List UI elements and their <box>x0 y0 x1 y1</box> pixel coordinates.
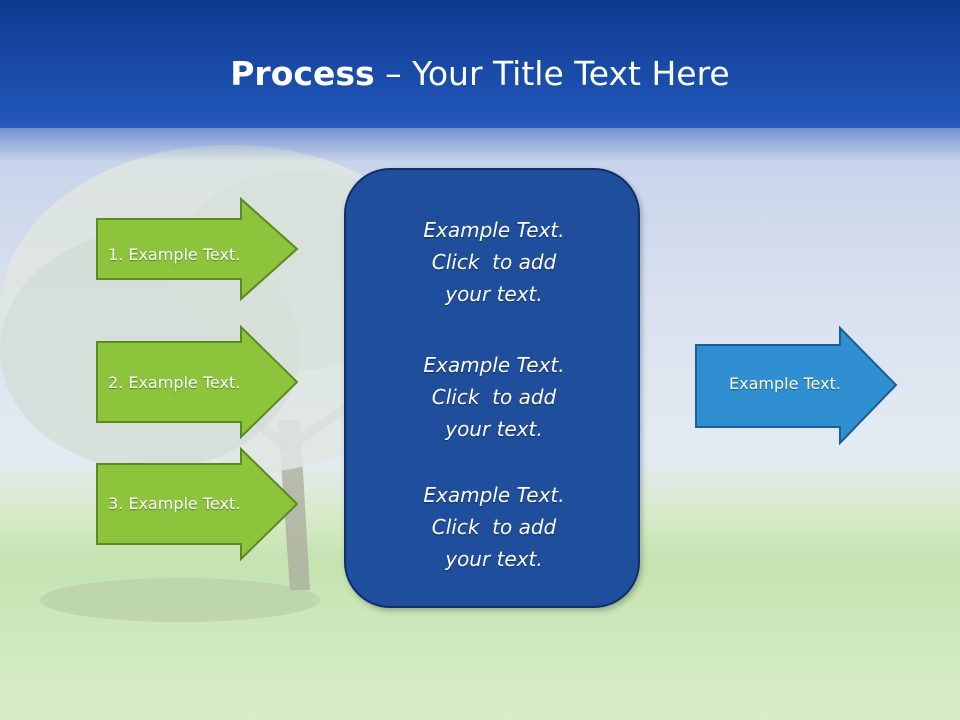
center-text-box[interactable]: Example Text. Click to add your text. Ex… <box>344 168 640 608</box>
center-paragraph-line: your text. <box>445 417 543 441</box>
center-paragraph-line: Example Text. <box>423 353 565 377</box>
step-arrow-3-label: 3. Example Text. <box>108 494 241 513</box>
center-paragraph-line: your text. <box>445 547 543 571</box>
green-arrow-shape <box>96 446 299 562</box>
center-paragraph-line: your text. <box>445 282 543 306</box>
step-arrow-2-label: 2. Example Text. <box>108 373 241 392</box>
center-paragraph-line: Example Text. <box>423 483 565 507</box>
step-arrow-1[interactable]: 1. Example Text. <box>96 196 300 302</box>
center-paragraph-1: Example Text. Click to add your text. <box>346 214 642 310</box>
step-arrow-3[interactable]: 3. Example Text. <box>96 446 300 562</box>
blue-arrow-shape <box>695 325 898 446</box>
center-paragraph-line: Click to add <box>431 515 557 539</box>
step-arrow-1-label: 1. Example Text. <box>108 245 241 264</box>
green-arrow-shape <box>96 324 299 440</box>
step-arrow-2[interactable]: 2. Example Text. <box>96 324 300 440</box>
slide-title-rest: – Your Title Text Here <box>374 54 730 93</box>
slide-title[interactable]: Process – Your Title Text Here <box>0 52 960 96</box>
center-paragraph-line: Click to add <box>431 385 557 409</box>
result-arrow-label: Example Text. <box>729 374 841 393</box>
slide-title-bold: Process <box>230 54 375 93</box>
green-arrow-shape <box>96 196 299 302</box>
center-paragraph-line: Example Text. <box>423 218 565 242</box>
result-arrow[interactable]: Example Text. <box>695 325 899 446</box>
center-paragraph-line: Click to add <box>431 250 557 274</box>
title-bar <box>0 0 960 128</box>
center-paragraph-2: Example Text. Click to add your text. <box>346 349 642 445</box>
center-paragraph-3: Example Text. Click to add your text. <box>346 479 642 575</box>
title-bar-fade <box>0 122 960 162</box>
